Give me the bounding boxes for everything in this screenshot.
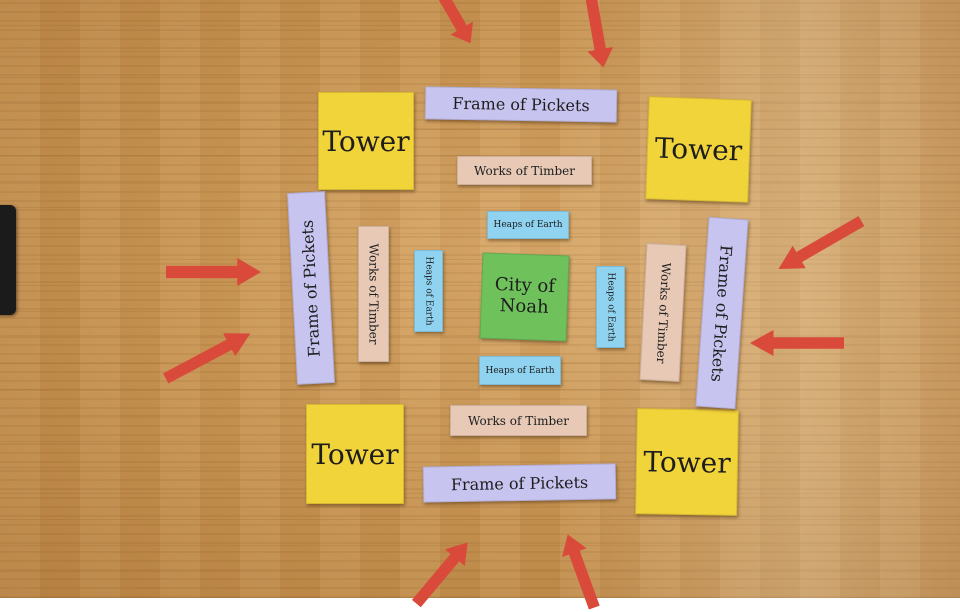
heaps-of-earth-right: Heaps of Earth	[596, 266, 625, 348]
heaps-label: Heaps of Earth	[493, 220, 563, 230]
works-label: Works of Timber	[653, 261, 673, 364]
phone-edge	[0, 205, 16, 315]
frame-label: Frame of Pickets	[450, 472, 589, 494]
works-of-timber-bottom: Works of Timber	[450, 405, 587, 436]
frame-label: Frame of Pickets	[707, 243, 737, 383]
frame-label: Frame of Pickets	[297, 218, 325, 358]
heaps-of-earth-left: Heaps of Earth	[414, 250, 443, 332]
heaps-label: Heaps of Earth	[605, 272, 616, 342]
light-glare	[560, 0, 960, 598]
tower-label: Tower	[311, 437, 399, 471]
heaps-label: Heaps of Earth	[423, 256, 434, 326]
tower-top-left: Tower	[318, 92, 414, 190]
city-of-noah: City of Noah	[479, 252, 570, 342]
heaps-label: Heaps of Earth	[485, 365, 555, 376]
works-label: Works of Timber	[468, 413, 569, 428]
tower-bottom-right: Tower	[635, 408, 739, 516]
tower-top-right: Tower	[645, 96, 752, 203]
heaps-of-earth-top: Heaps of Earth	[487, 211, 569, 239]
works-of-timber-left: Works of Timber	[358, 226, 389, 362]
tower-label: Tower	[643, 444, 731, 480]
works-of-timber-right: Works of Timber	[639, 243, 687, 382]
tower-bottom-left: Tower	[306, 404, 404, 504]
works-label: Works of Timber	[366, 243, 381, 345]
tower-label: Tower	[322, 124, 410, 158]
works-label: Works of Timber	[474, 163, 575, 178]
frame-of-pickets-top: Frame of Pickets	[424, 86, 618, 123]
works-of-timber-top: Works of Timber	[457, 156, 592, 185]
frame-label: Frame of Pickets	[452, 93, 590, 116]
heaps-of-earth-bottom: Heaps of Earth	[479, 356, 561, 385]
city-label-line2: Noah	[499, 295, 549, 318]
tower-label: Tower	[654, 131, 743, 168]
frame-of-pickets-bottom: Frame of Pickets	[422, 463, 617, 503]
